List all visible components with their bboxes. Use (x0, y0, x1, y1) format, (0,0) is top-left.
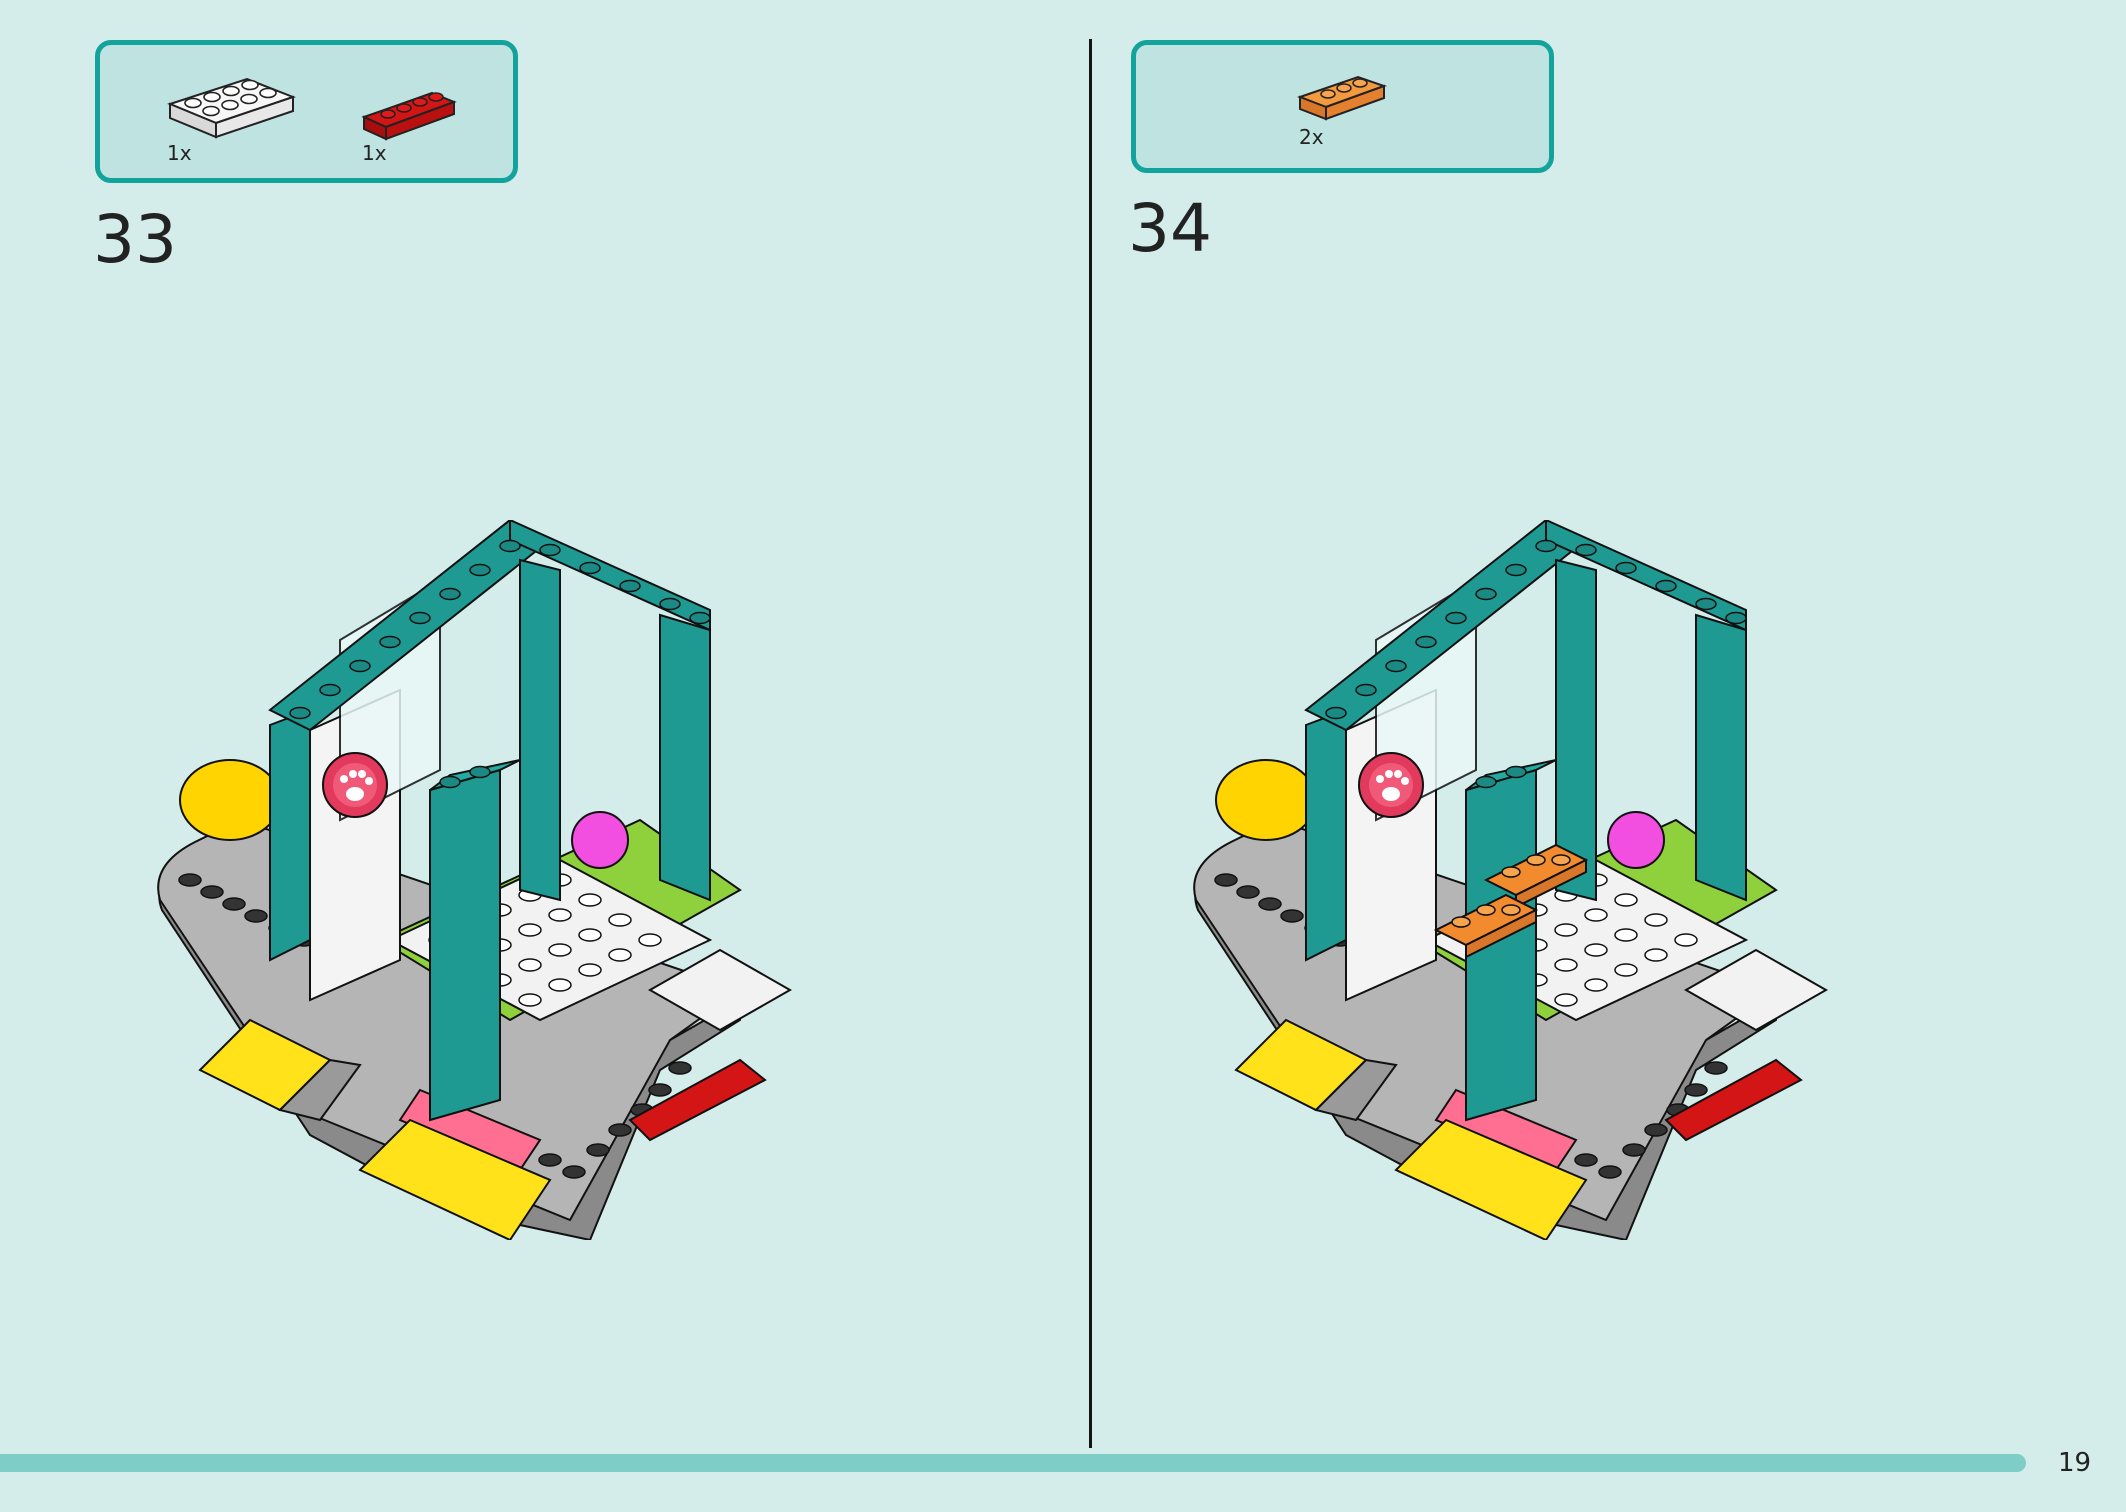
orange-plate-1x3-part (1297, 75, 1387, 121)
progress-bar (0, 1454, 2026, 1472)
part-quantity: 2x (1299, 125, 1324, 149)
step-number: 33 (93, 201, 177, 278)
white-plate-2x4-part (167, 77, 296, 139)
red-plate-1x4-part (361, 91, 457, 141)
page-divider (1089, 39, 1092, 1448)
part-quantity: 1x (362, 141, 387, 165)
part-quantity: 1x (167, 141, 192, 165)
step-number: 34 (1128, 190, 1212, 267)
added-orange-plates (1433, 843, 1589, 959)
page-number: 19 (2058, 1448, 2092, 1478)
step-33-model-illustration (157, 520, 791, 1240)
step-34-model-illustration (1193, 520, 1827, 1240)
parts-callout-step-34: 2x (1131, 40, 1554, 173)
parts-callout-step-33: 1x 1x (95, 40, 518, 183)
